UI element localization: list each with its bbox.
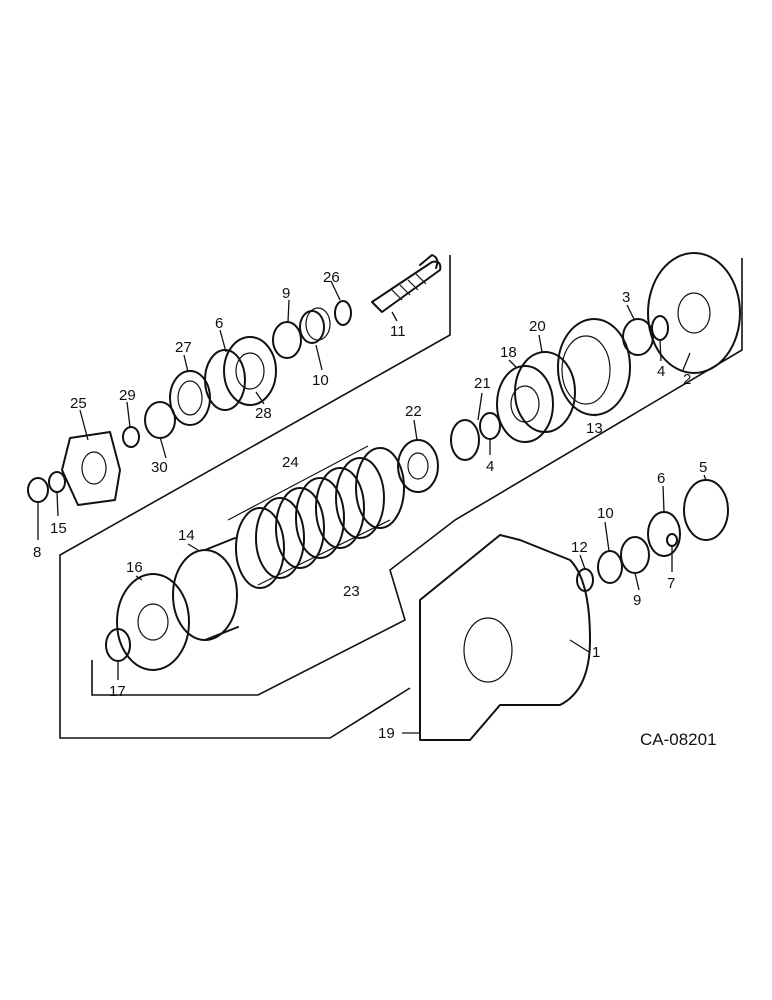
snap-ring-part-26 (334, 300, 352, 326)
callout-9-lower: 9 (633, 592, 641, 609)
callout-26: 26 (323, 269, 340, 286)
callout-16: 16 (126, 559, 143, 576)
yoke-part-25 (61, 431, 121, 506)
callout-1: 1 (592, 644, 600, 661)
shaft-part-11 (371, 254, 442, 313)
ring-part-21 (450, 419, 480, 461)
callout-13: 13 (586, 420, 603, 437)
nut-part-8 (27, 477, 49, 503)
leader-lines (37, 280, 707, 734)
callout-17: 17 (109, 683, 126, 700)
callout-5: 5 (699, 459, 707, 476)
housing-part-1 (419, 534, 591, 741)
washer-part-15 (48, 471, 66, 493)
group-frames (59, 255, 743, 739)
callout-9-upper: 9 (282, 285, 290, 302)
callout-11: 11 (390, 323, 406, 340)
bearing-part-10-lower (597, 550, 623, 584)
plate-part-16 (116, 573, 190, 671)
callout-21: 21 (474, 375, 491, 392)
hub-gear-part-22 (397, 439, 439, 493)
callout-14: 14 (178, 527, 195, 544)
callout-22: 22 (405, 403, 422, 420)
clutch-disc-pack-part-23-24 (227, 445, 405, 589)
gear-part-2 (647, 252, 741, 374)
drawing-reference-code: CA-08201 (640, 730, 717, 749)
cover-part-5 (683, 479, 729, 541)
callout-27: 27 (175, 339, 192, 356)
callout-29: 29 (119, 387, 136, 404)
gasket-part-6-lower (647, 511, 681, 557)
callout-28: 28 (255, 405, 272, 422)
seal-part-27 (169, 370, 211, 426)
callout-20: 20 (529, 318, 546, 335)
retainer-plate-part-28 (223, 336, 277, 406)
drum-part-14 (172, 537, 239, 641)
callout-3: 3 (622, 289, 630, 306)
snap-ring-part-4-upper (651, 315, 669, 341)
callout-18: 18 (500, 344, 517, 361)
callout-30: 30 (151, 459, 168, 476)
callout-10-lower: 10 (597, 505, 614, 522)
washer-part-7 (666, 533, 678, 547)
ring-part-30 (144, 401, 176, 439)
washer-part-29 (122, 426, 140, 448)
callout-labels: 1 2 3 4 4 5 6 6 7 8 9 9 10 10 11 12 13 1… (33, 269, 707, 742)
bearing-part-10-upper (299, 307, 331, 344)
callout-24: 24 (282, 454, 299, 471)
callout-12: 12 (571, 539, 588, 556)
callout-6-lower: 6 (657, 470, 665, 487)
callout-19: 19 (378, 725, 395, 742)
callout-7: 7 (667, 575, 675, 592)
callout-10-upper: 10 (312, 372, 329, 389)
seal-ring-part-20 (514, 351, 576, 433)
callout-6-upper: 6 (215, 315, 223, 332)
callout-15: 15 (50, 520, 67, 537)
callout-4-lower: 4 (486, 458, 494, 475)
callout-8: 8 (33, 544, 41, 561)
cup-part-9-lower (620, 536, 650, 574)
callout-23: 23 (343, 583, 360, 600)
cup-part-9-upper (272, 321, 302, 359)
callout-25: 25 (70, 395, 87, 412)
piston-part-18 (496, 365, 554, 443)
callout-4-upper: 4 (657, 363, 665, 380)
callout-2: 2 (683, 371, 691, 388)
housing-ring-part-13 (557, 318, 631, 416)
snap-ring-part-4-lower (479, 412, 501, 440)
